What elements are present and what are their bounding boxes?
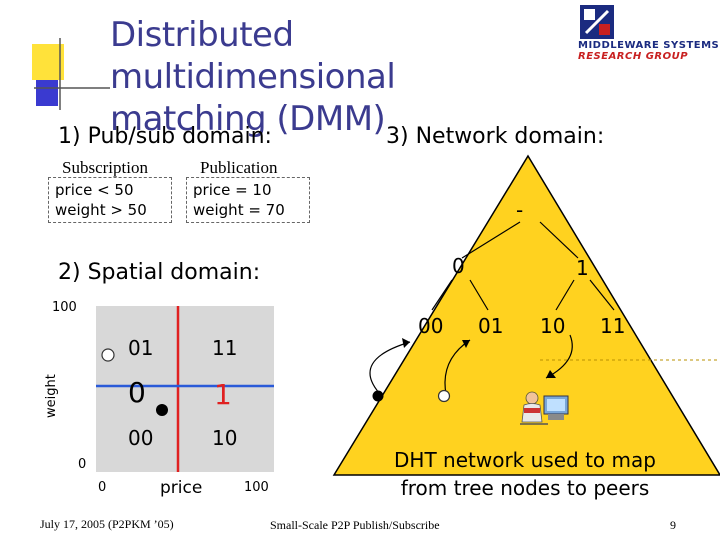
tree-edge-1-11 <box>589 279 615 311</box>
cell-label-10: 10 <box>212 426 238 450</box>
person-at-computer-icon <box>520 391 569 425</box>
slide-title: Distributed multidimensional matching (D… <box>110 14 570 140</box>
tree-edge-0-01 <box>469 279 489 311</box>
half-label-right: 1 <box>214 378 232 411</box>
publication-box: price = 10 weight = 70 <box>186 177 310 223</box>
tree-root-label: - <box>516 198 524 222</box>
slide-title-line2: matching (DMM) <box>110 99 386 139</box>
tree-node-01: 01 <box>478 314 504 338</box>
y-axis-max-label: 100 <box>52 300 77 315</box>
logo-text-line1: MIDDLEWARE SYSTEMS <box>578 40 720 51</box>
subscription-line2: weight > 50 <box>55 201 147 219</box>
peer-node-filled <box>372 390 384 402</box>
x-axis-label: price <box>160 478 203 498</box>
peer-node-hollow <box>437 389 451 403</box>
y-axis-label: weight <box>44 374 59 418</box>
subscription-box: price < 50 weight > 50 <box>48 177 172 223</box>
tree-edge-0-00 <box>431 279 453 311</box>
subscription-label: Subscription <box>62 158 148 177</box>
logo-text-line2: RESEARCH GROUP <box>578 51 689 62</box>
publication-point <box>156 404 168 416</box>
arrow-00-to-peer <box>369 341 411 395</box>
cell-label-01: 01 <box>128 336 154 360</box>
tree-node-10: 10 <box>540 314 566 338</box>
network-tree-triangle <box>332 154 720 476</box>
corner-decoration <box>0 0 110 110</box>
publication-label: Publication <box>200 158 278 177</box>
tree-edge-root-1 <box>539 221 579 259</box>
x-axis-max-label: 100 <box>244 480 269 495</box>
cell-label-00: 00 <box>128 426 154 450</box>
publication-line1: price = 10 <box>193 181 272 199</box>
msrg-logo-graphic <box>580 5 614 39</box>
footer-title: Small-Scale P2P Publish/Subscribe <box>270 518 440 532</box>
subscription-point <box>101 348 115 362</box>
tree-edge-1-10 <box>555 279 575 311</box>
page-number: 9 <box>670 518 676 532</box>
x-axis-min-label: 0 <box>98 480 107 495</box>
arrow-01-head <box>462 340 470 348</box>
corner-decoration-graphic <box>32 38 110 110</box>
arrow-10-head <box>546 370 556 378</box>
subscription-line1: price < 50 <box>55 181 134 199</box>
tree-node-11: 11 <box>600 314 626 338</box>
network-caption: DHT network used to map from tree nodes … <box>370 446 680 502</box>
network-heading: 3) Network domain: <box>386 124 605 149</box>
tree-edge-root-0 <box>461 221 521 259</box>
half-label-left: 0 <box>128 376 146 409</box>
arrow-00-head <box>402 338 410 348</box>
network-caption-line1: DHT network used to map <box>394 448 656 472</box>
msrg-logo <box>580 5 614 41</box>
spatial-square <box>96 306 274 472</box>
network-caption-line2: from tree nodes to peers <box>400 476 650 500</box>
slide-title-line1: Distributed multidimensional <box>110 15 396 97</box>
tree-node-00: 00 <box>418 314 444 338</box>
cell-label-11: 11 <box>212 336 238 360</box>
tree-node-1: 1 <box>576 256 589 280</box>
footer-date: July 17, 2005 (P2PKM ’05) <box>40 517 174 531</box>
spatial-heading: 2) Spatial domain: <box>58 260 261 285</box>
publication-line2: weight = 70 <box>193 201 285 219</box>
tree-node-0: 0 <box>452 254 465 278</box>
pubsub-heading: 1) Pub/sub domain: <box>58 124 272 149</box>
y-axis-min-label: 0 <box>78 457 87 472</box>
